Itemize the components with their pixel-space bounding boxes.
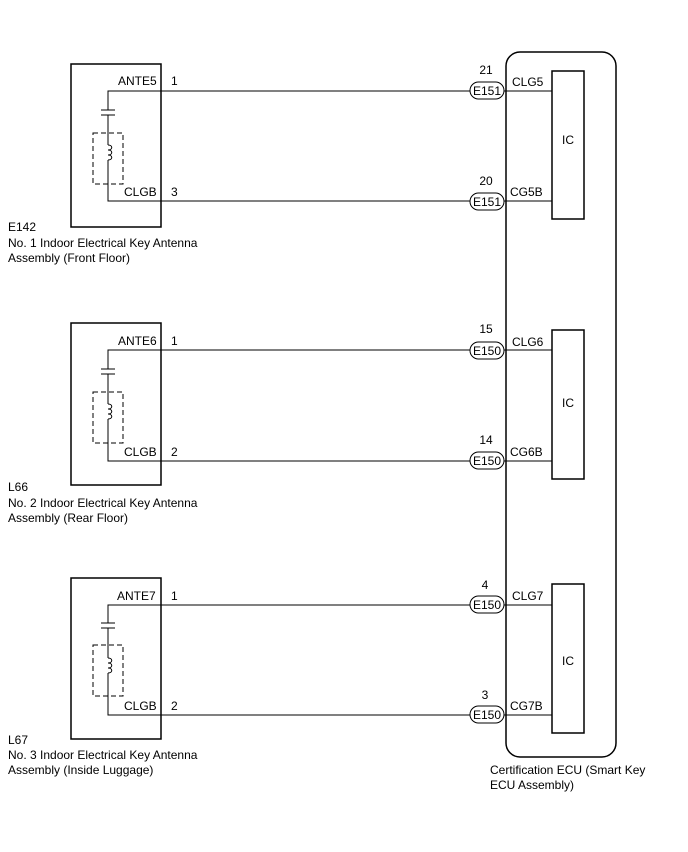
antenna-circuit-2: ANTE6 1 CLGB 2 L66 No. 2 Indoor Electric… <box>8 322 585 525</box>
antenna-top-pin: 1 <box>171 589 178 603</box>
antenna-bottom-terminal-name: CLGB <box>124 699 157 713</box>
antenna-connector-id: L66 <box>8 480 28 494</box>
ic-block <box>551 583 585 734</box>
ecu-bottom-pin: 14 <box>479 433 493 447</box>
antenna-connector-id: L67 <box>8 733 28 747</box>
ecu-bottom-pin: 3 <box>482 688 489 702</box>
antenna-bottom-pin: 2 <box>171 445 178 459</box>
ecu-top-pin: 21 <box>479 63 493 77</box>
antenna-coil-symbol <box>92 604 160 716</box>
antenna-name-line1: No. 1 Indoor Electrical Key Antenna <box>8 236 198 250</box>
antenna-bottom-terminal-name: CLGB <box>124 445 157 459</box>
antenna-name-line2: Assembly (Rear Floor) <box>8 511 128 525</box>
antenna-box <box>70 322 162 486</box>
ecu-top-pin: 4 <box>482 578 489 592</box>
antenna-coil-symbol <box>92 349 160 462</box>
antenna-coil-symbol <box>92 90 160 202</box>
antenna-top-pin: 1 <box>171 334 178 348</box>
connector-badge-top-label: E150 <box>473 598 501 612</box>
ecu-bottom-terminal: CG5B <box>510 185 543 199</box>
antenna-top-terminal-name: ANTE6 <box>118 334 157 348</box>
antenna-bottom-terminal-name: CLGB <box>124 185 157 199</box>
antenna-top-terminal-name: ANTE5 <box>118 74 157 88</box>
antenna-name-line2: Assembly (Front Floor) <box>8 251 130 265</box>
connector-badge-bottom-label: E150 <box>473 708 501 722</box>
connector-badge-top-label: E151 <box>473 84 501 98</box>
antenna-box <box>70 63 162 228</box>
ic-label: IC <box>562 654 574 668</box>
antenna-name-line1: No. 3 Indoor Electrical Key Antenna <box>8 748 198 762</box>
ecu-bottom-pin: 20 <box>479 174 493 188</box>
ecu-top-terminal: CLG5 <box>512 75 544 89</box>
antenna-top-pin: 1 <box>171 74 178 88</box>
antenna-bottom-pin: 2 <box>171 699 178 713</box>
antenna-circuit-1: ANTE5 1 CLGB 3 E142 No. 1 Indoor Electri… <box>8 63 585 265</box>
ecu-bottom-terminal: CG6B <box>510 445 543 459</box>
antenna-name-line1: No. 2 Indoor Electrical Key Antenna <box>8 496 198 510</box>
ecu-top-pin: 15 <box>479 322 493 336</box>
antenna-top-terminal-name: ANTE7 <box>117 589 156 603</box>
antenna-circuit-3: ANTE7 1 CLGB 2 L67 No. 3 Indoor Electric… <box>8 577 585 777</box>
ic-block <box>551 329 585 480</box>
ic-block <box>551 70 585 220</box>
ecu-outline <box>505 51 617 758</box>
ic-label: IC <box>562 396 574 410</box>
ecu-bottom-terminal: CG7B <box>510 699 543 713</box>
ecu-name-line2: ECU Assembly) <box>490 778 574 792</box>
connector-badge-top-label: E150 <box>473 344 501 358</box>
antenna-box <box>70 577 162 740</box>
ecu-top-terminal: CLG7 <box>512 589 544 603</box>
ecu-name-line1: Certification ECU (Smart Key <box>490 763 645 777</box>
connector-badge-bottom-label: E150 <box>473 454 501 468</box>
antenna-connector-id: E142 <box>8 220 36 234</box>
antenna-name-line2: Assembly (Inside Luggage) <box>8 763 153 777</box>
ecu-top-terminal: CLG6 <box>512 335 544 349</box>
connector-badge-bottom-label: E151 <box>473 195 501 209</box>
ic-label: IC <box>562 133 574 147</box>
antenna-bottom-pin: 3 <box>171 185 178 199</box>
